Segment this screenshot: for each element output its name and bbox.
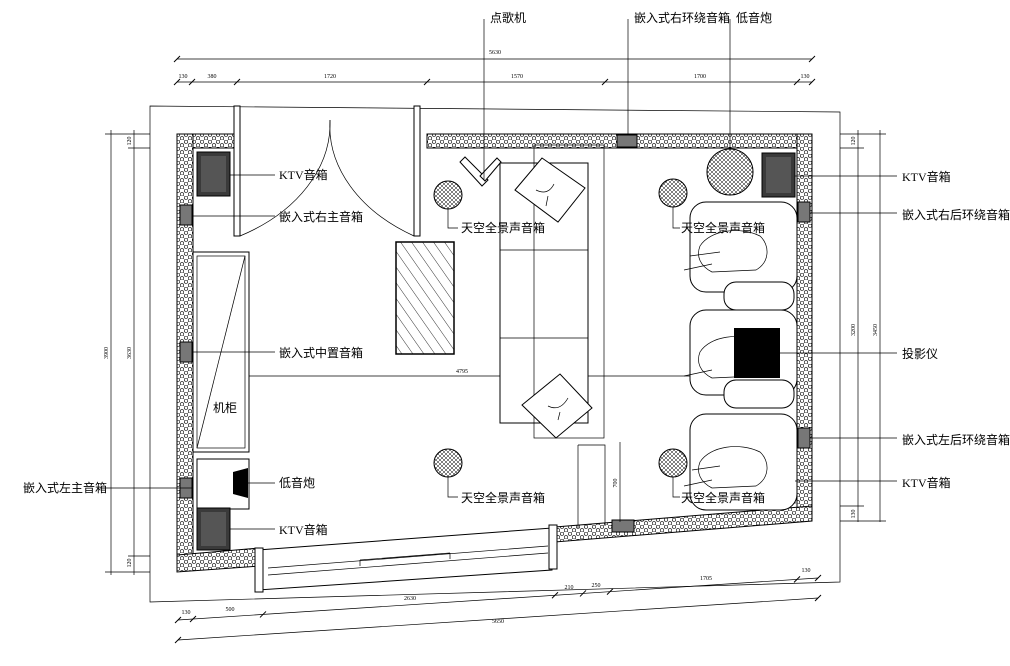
- walls: [176, 133, 813, 573]
- dimension-left: 3900 3630 120 120: [104, 130, 150, 575]
- dim-top-4: 1570: [511, 74, 523, 80]
- dimension-top: 5630 130 380 1720 1570 1700 130: [173, 50, 816, 86]
- label-right-rear: 嵌入式右后环绕音箱: [902, 207, 1010, 222]
- dim-top-total: 5630: [489, 50, 501, 56]
- dimension-tick: [189, 615, 197, 623]
- dim-right-outer: 3450: [873, 324, 879, 336]
- dim-bottom-3: 2630: [404, 596, 416, 602]
- cabinet-label: 机柜: [213, 401, 237, 415]
- dimension-tick: [174, 636, 182, 644]
- dimension-tick: [174, 616, 182, 624]
- dim-right-bottom: 130: [851, 510, 857, 519]
- label-ktv-top-left: KTV音箱: [279, 167, 328, 182]
- dim-bottom-5: 250: [592, 583, 601, 589]
- dim-bottom-7: 130: [802, 568, 811, 574]
- dim-right-inner: 3200: [851, 324, 857, 336]
- left-subwoofer: [196, 458, 250, 510]
- label-ktv-bottom-left: KTV音箱: [279, 522, 328, 537]
- label-sky-4: 天空全景声音箱: [681, 490, 765, 505]
- dim-top-2: 380: [208, 74, 217, 80]
- dimension-tick: [814, 574, 822, 582]
- entry-door: [233, 105, 421, 237]
- dimension-right: 3200 3450 120 130: [840, 130, 886, 522]
- dimension-tick: [551, 591, 559, 599]
- label-ktv-right-bottom: KTV音箱: [902, 475, 951, 490]
- dimension-tick: [579, 590, 587, 597]
- dimension-tick: [814, 594, 822, 602]
- label-center-speaker: 嵌入式中置音箱: [279, 345, 363, 360]
- recliner-bottom: [683, 413, 798, 511]
- sliding-window: [254, 524, 558, 593]
- dim-top-1: 130: [179, 74, 188, 80]
- dimension-tick: [793, 576, 801, 583]
- dim-top-6: 130: [801, 74, 810, 80]
- dim-bottom-2: 500: [226, 607, 235, 613]
- label-subwoofer-left: 低音炮: [279, 475, 315, 490]
- dim-bottom-4: 210: [565, 585, 574, 591]
- label-sky-3: 天空全景声音箱: [461, 490, 545, 505]
- dimension-tick: [601, 78, 609, 86]
- label-right-main: 嵌入式右主音箱: [279, 209, 363, 224]
- annotations: 点歌机 嵌入式右环绕音箱 低音炮 KTV音箱 嵌入式右主音箱 嵌入式中置音箱 嵌…: [23, 10, 1010, 537]
- dim-bottom-1: 130: [182, 610, 191, 616]
- dimension-tick: [606, 588, 614, 596]
- dimension-tick: [188, 78, 196, 86]
- dimension-tick: [423, 78, 431, 86]
- label-ktv-right-top: KTV音箱: [902, 169, 951, 184]
- ktv-speaker-bottom-left: [196, 507, 231, 551]
- dim-top-3: 1720: [324, 74, 336, 80]
- dim-right-top: 120: [851, 137, 857, 146]
- dim-left-top: 120: [127, 137, 133, 146]
- side-shelf: 700: [577, 442, 621, 528]
- dimension-tick: [808, 55, 816, 63]
- dimension-tick: [233, 78, 241, 86]
- dim-left-inner: 3630: [127, 347, 133, 359]
- dimension-bottom: 130 500 2630 210 250 1705 130 5650: [174, 568, 822, 644]
- dim-bottom-total: 5650: [492, 619, 504, 625]
- label-left-rear: 嵌入式左后环绕音箱: [902, 432, 1010, 447]
- dim-left-bottom: 120: [127, 559, 133, 568]
- dim-bottom-6: 1705: [700, 576, 712, 582]
- sofa: [499, 144, 605, 439]
- dimension-tick: [173, 55, 181, 63]
- ktv-speaker-top-left: [196, 151, 231, 197]
- site-outline: [149, 105, 841, 603]
- dim-top-5: 1700: [694, 74, 706, 80]
- dim-left-outer: 3900: [104, 347, 110, 359]
- top-subwoofer: [706, 148, 754, 196]
- embedded-speakers: [179, 134, 811, 533]
- projector: [734, 328, 780, 378]
- karaoke-machine: [459, 156, 502, 187]
- ktv-speaker-top-right: [761, 152, 796, 198]
- label-projector: 投影仪: [902, 346, 938, 361]
- label-sky-2: 天空全景声音箱: [681, 220, 765, 235]
- label-karaoke: 点歌机: [490, 10, 526, 25]
- dimension-tick: [173, 78, 181, 86]
- label-subwoofer-top: 低音炮: [736, 10, 772, 25]
- label-right-surround-top: 嵌入式右环绕音箱: [634, 10, 730, 25]
- dimension-tick: [259, 611, 267, 618]
- dim-inner-700: 700: [613, 479, 619, 488]
- dim-center: 4795: [456, 369, 468, 375]
- recliner-top: [683, 201, 798, 311]
- ceiling-speakers: [433, 178, 688, 478]
- label-sky-1: 天空全景声音箱: [461, 220, 545, 235]
- coffee-table: [395, 241, 455, 355]
- label-left-main: 嵌入式左主音箱: [23, 480, 107, 495]
- dimension-tick: [793, 78, 801, 86]
- dimension-tick: [808, 78, 816, 86]
